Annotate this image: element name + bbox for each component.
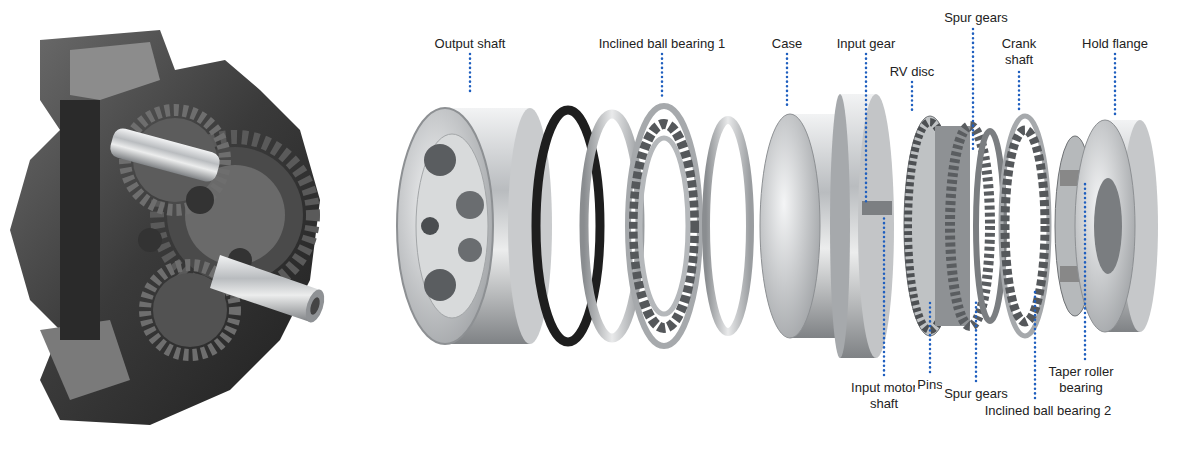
cutaway-view: [10, 30, 328, 425]
part-label: Crank shaft: [995, 36, 1043, 68]
part-label: Spur gears: [942, 10, 1010, 26]
part-label: Input gear: [835, 36, 898, 52]
case-part: [760, 94, 894, 358]
part-label: Inclined ball bearing 1: [597, 36, 727, 52]
part-label: Spur gears: [942, 386, 1010, 402]
part-label: RV disc: [888, 64, 937, 80]
part-label: Taper roller bearing: [1039, 364, 1123, 396]
part-label: Input motor shaft: [844, 380, 924, 412]
part-label: Output shaft: [433, 36, 508, 52]
leader-lines: [470, 29, 1115, 398]
ball-bearing-1: [628, 106, 700, 346]
part-label: Hold flange: [1080, 36, 1150, 52]
part-label: Inclined ball bearing 2: [983, 403, 1113, 419]
ball-bearing-2: [1001, 116, 1049, 336]
hold-flange-part: [1055, 120, 1158, 332]
part-label: Case: [770, 36, 804, 52]
part-label: Pins: [915, 377, 944, 393]
rv-disc-part: [904, 116, 1004, 336]
ring: [706, 120, 750, 332]
output-shaft-part: [397, 108, 552, 344]
